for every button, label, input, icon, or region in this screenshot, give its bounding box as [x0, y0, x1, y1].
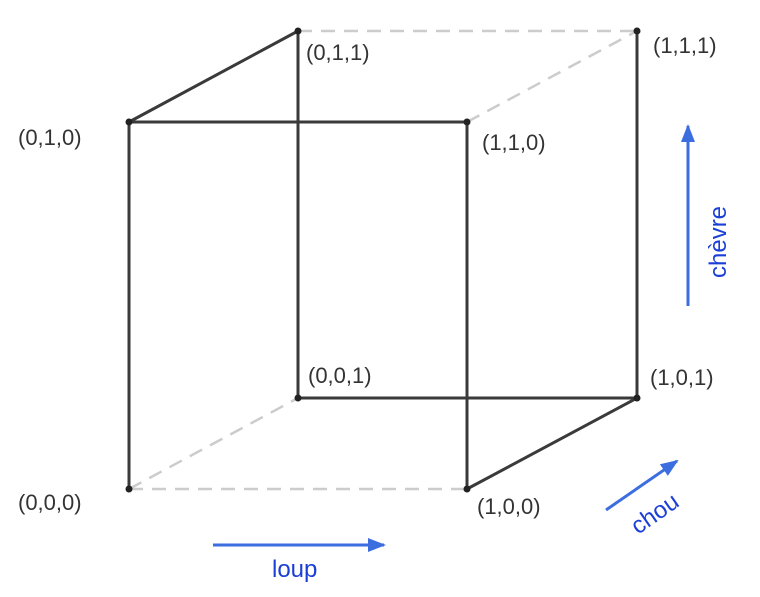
vertex-011	[294, 27, 302, 35]
label-000: (0,0,0)	[18, 490, 82, 515]
vertex-100	[463, 485, 471, 493]
label-101: (1,0,1)	[650, 365, 714, 390]
vertex-000	[125, 485, 133, 493]
chou-arrow	[605, 459, 679, 512]
label-110: (1,1,0)	[482, 130, 546, 155]
loup-label: loup	[272, 556, 317, 583]
label-011: (0,1,1)	[306, 40, 370, 65]
vertex-001	[294, 394, 302, 402]
label-010: (0,1,0)	[18, 125, 82, 150]
chevre-label: chèvre	[705, 206, 732, 278]
edge-011-010	[128, 29, 299, 124]
vertex-101	[633, 394, 641, 402]
hidden-edge-110-111	[466, 29, 638, 124]
hidden-edge-000-001	[128, 396, 299, 491]
label-100: (1,0,0)	[477, 494, 541, 519]
vertex-010	[125, 118, 133, 126]
edge-101-100	[466, 396, 638, 491]
vertex-110	[463, 118, 471, 126]
chou-label: chou	[626, 488, 684, 540]
label-111: (1,1,1)	[653, 33, 717, 58]
vertex-111	[633, 27, 641, 35]
label-001: (0,0,1)	[308, 363, 372, 388]
